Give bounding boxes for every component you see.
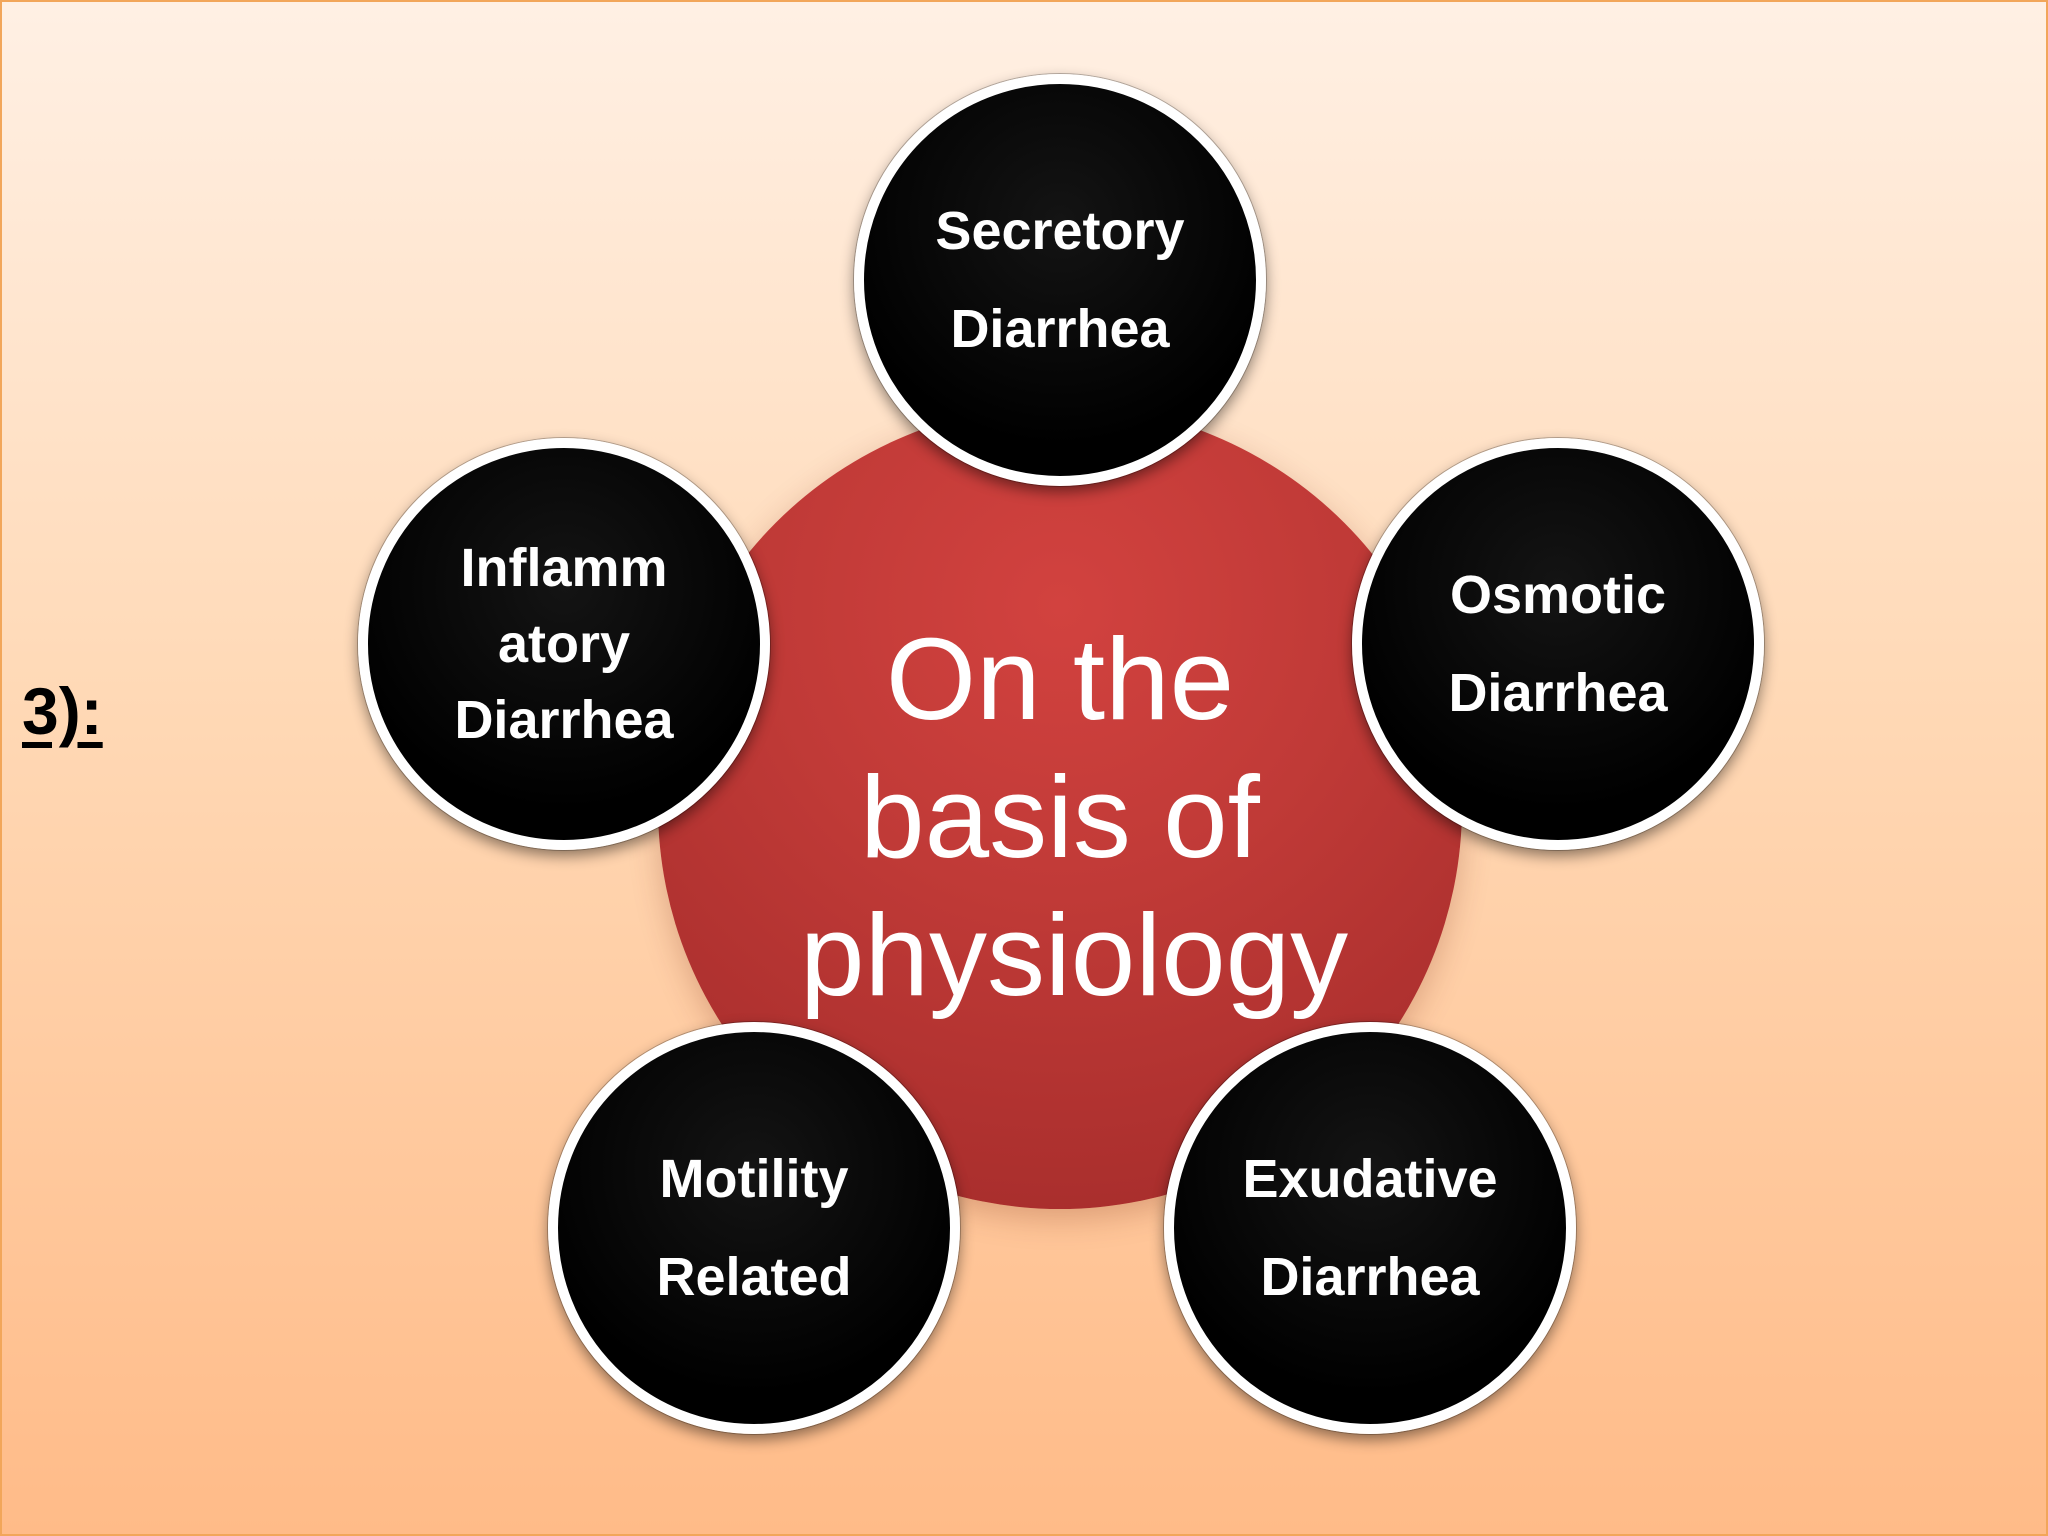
node-label: Motility Related: [656, 1149, 852, 1307]
node-secretory-diarrhea: Secretory Diarrhea: [854, 74, 1266, 486]
node-label: Secretory Diarrhea: [935, 201, 1185, 359]
center-label: On the basis of physiology: [800, 614, 1349, 1020]
node-osmotic-diarrhea: Osmotic Diarrhea: [1352, 438, 1764, 850]
node-label: Exudative Diarrhea: [1242, 1149, 1498, 1307]
node-exudative-diarrhea: Exudative Diarrhea: [1164, 1022, 1576, 1434]
section-label: 3):: [22, 674, 103, 748]
center-label-container: On the basis of physiology: [658, 405, 1462, 1209]
node-label: Osmotic Diarrhea: [1448, 565, 1668, 723]
node-motility-related: Motility Related: [548, 1022, 960, 1434]
node-inflammatory-diarrhea: Inflamm atory Diarrhea: [358, 438, 770, 850]
node-label: Inflamm atory Diarrhea: [454, 538, 674, 750]
